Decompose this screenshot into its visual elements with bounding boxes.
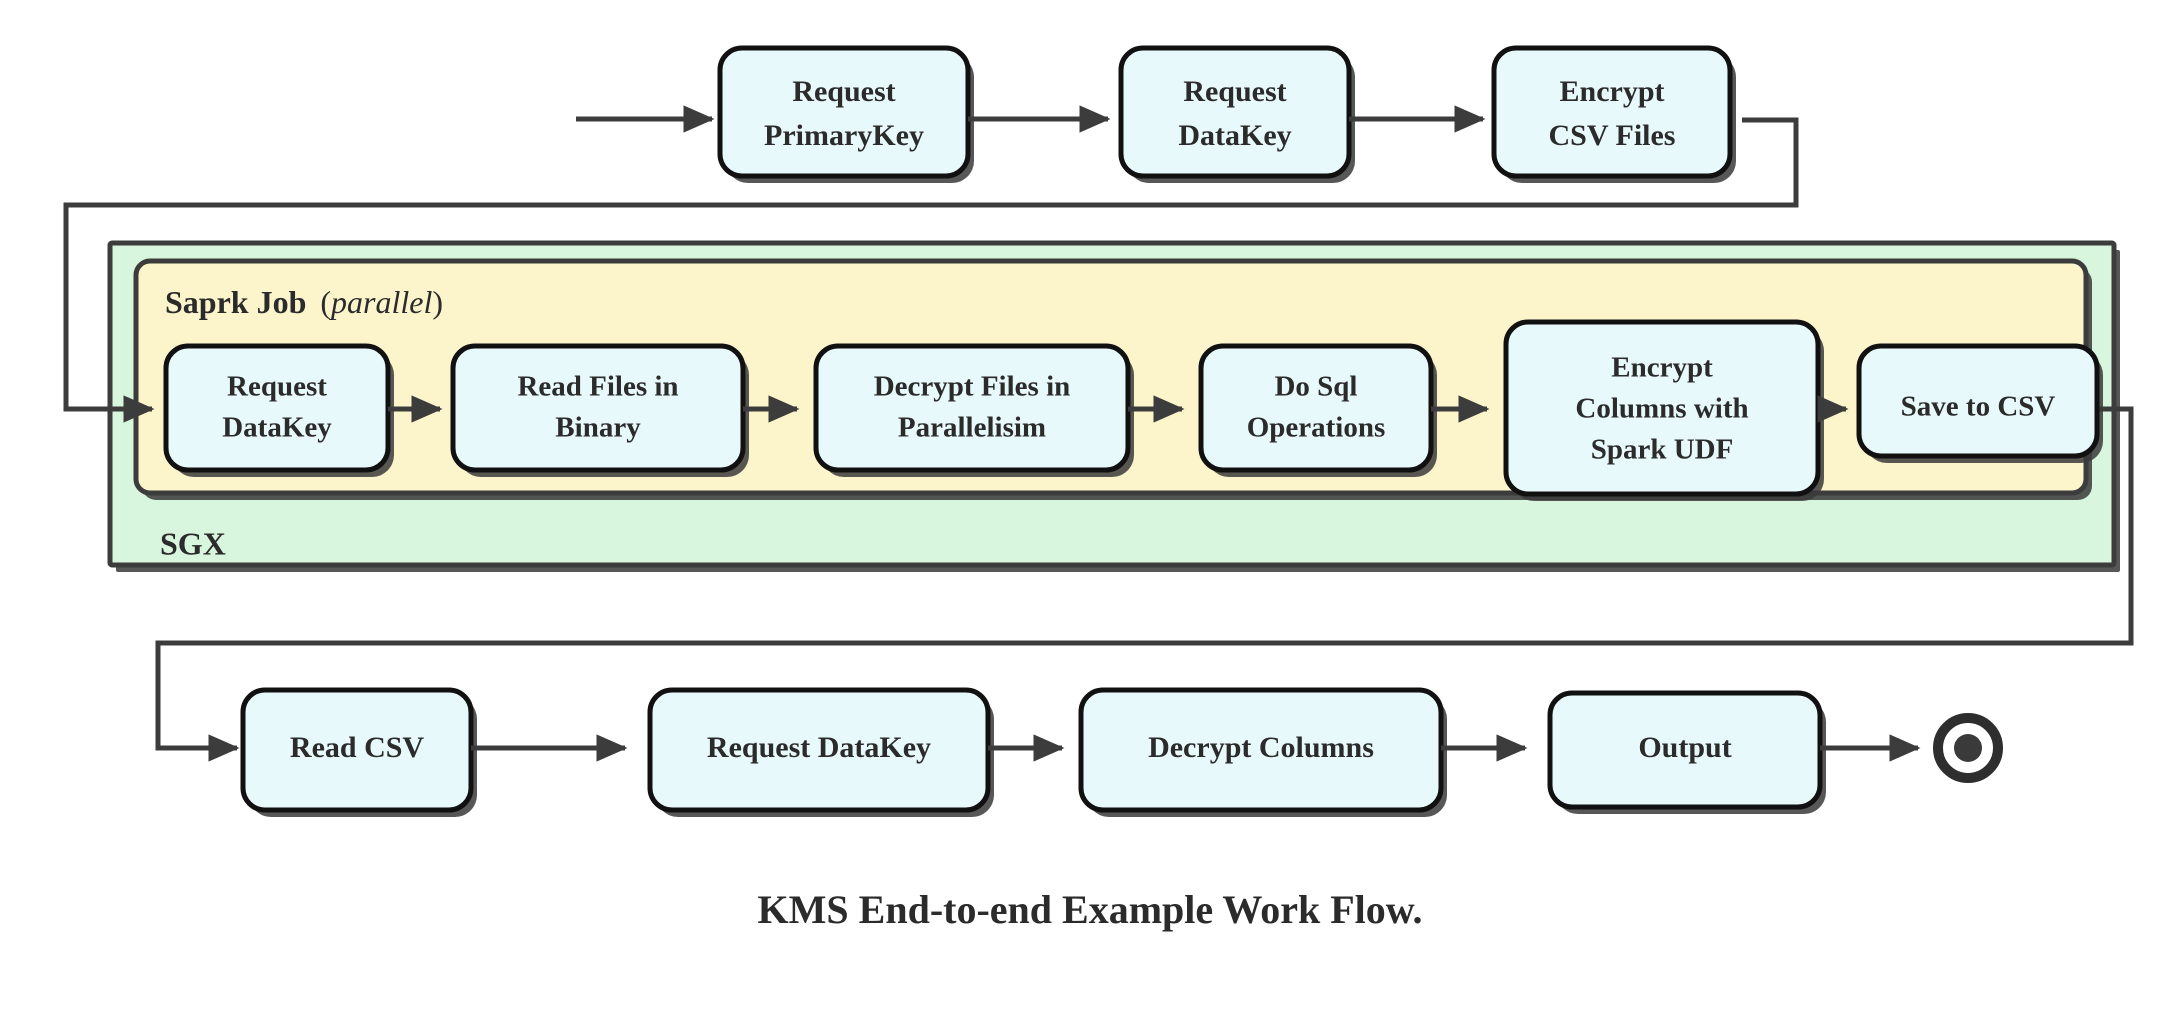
sgx-label: SGX xyxy=(160,525,226,561)
node-read-csv[interactable]: Read CSV xyxy=(240,687,477,817)
node-label-line: Do Sql xyxy=(1274,371,1357,403)
node-read-files-in-binary[interactable]: Read Files in Binary xyxy=(450,343,749,477)
final-state xyxy=(1933,713,2003,783)
edge-encrypt-to-spark xyxy=(63,117,1799,423)
node-label-line: Spark UDF xyxy=(1591,434,1734,466)
node-label-line: Read Files in xyxy=(517,371,678,403)
node-label-line: Request xyxy=(792,75,895,108)
spark-job-label-paren-open: ( xyxy=(320,284,331,320)
node-save-to-csv[interactable]: Save to CSV xyxy=(1856,343,2103,463)
node-encrypt-csv-files[interactable]: Encrypt CSV Files xyxy=(1491,45,1736,183)
node-label-line: Request DataKey xyxy=(707,731,931,764)
node-request-datakey-spark[interactable]: Request DataKey xyxy=(163,343,394,477)
diagram-caption: KMS End-to-end Example Work Flow. xyxy=(758,887,1423,932)
node-label-line: CSV Files xyxy=(1549,119,1676,152)
spark-job-label-bold: Saprk Job xyxy=(165,284,306,320)
node-request-datakey-top[interactable]: Request DataKey xyxy=(1118,45,1355,183)
node-label-line: Save to CSV xyxy=(1901,391,2056,423)
node-label-line: Encrypt xyxy=(1611,352,1713,384)
node-label-line: Columns with xyxy=(1575,393,1748,425)
node-encrypt-columns-with-spark-udf[interactable]: Encrypt Columns with Spark UDF xyxy=(1503,319,1824,501)
node-label-line: Binary xyxy=(555,412,641,444)
node-output[interactable]: Output xyxy=(1547,690,1826,814)
node-label-line: Read CSV xyxy=(290,731,425,764)
node-decrypt-columns[interactable]: Decrypt Columns xyxy=(1078,687,1447,817)
node-request-datakey-bottom[interactable]: Request DataKey xyxy=(647,687,994,817)
edge-savecsv-to-readcsv xyxy=(155,406,2134,762)
node-request-primarykey[interactable]: Request PrimaryKey xyxy=(717,45,974,183)
spark-job-label-italic: parallel xyxy=(329,284,432,320)
node-label-line: Operations xyxy=(1247,412,1386,444)
node-label-line: DataKey xyxy=(1178,119,1291,152)
spark-job-label-paren-close: ) xyxy=(432,284,443,320)
node-label-line: Decrypt Files in xyxy=(874,371,1071,403)
node-decrypt-files-in-parallelisim[interactable]: Decrypt Files in Parallelisim xyxy=(813,343,1134,477)
node-label-line: Encrypt xyxy=(1560,75,1665,108)
node-label-line: Request xyxy=(1183,75,1286,108)
node-label-line: DataKey xyxy=(222,412,332,444)
node-label-line: Request xyxy=(227,371,327,403)
spark-job-label: Saprk Job (parallel) xyxy=(165,284,443,320)
node-do-sql-operations[interactable]: Do Sql Operations xyxy=(1198,343,1437,477)
node-label-line: PrimaryKey xyxy=(764,119,924,152)
node-label-line: Output xyxy=(1638,731,1731,764)
node-label-line: Parallelisim xyxy=(898,412,1046,444)
node-label-line: Decrypt Columns xyxy=(1148,731,1374,764)
